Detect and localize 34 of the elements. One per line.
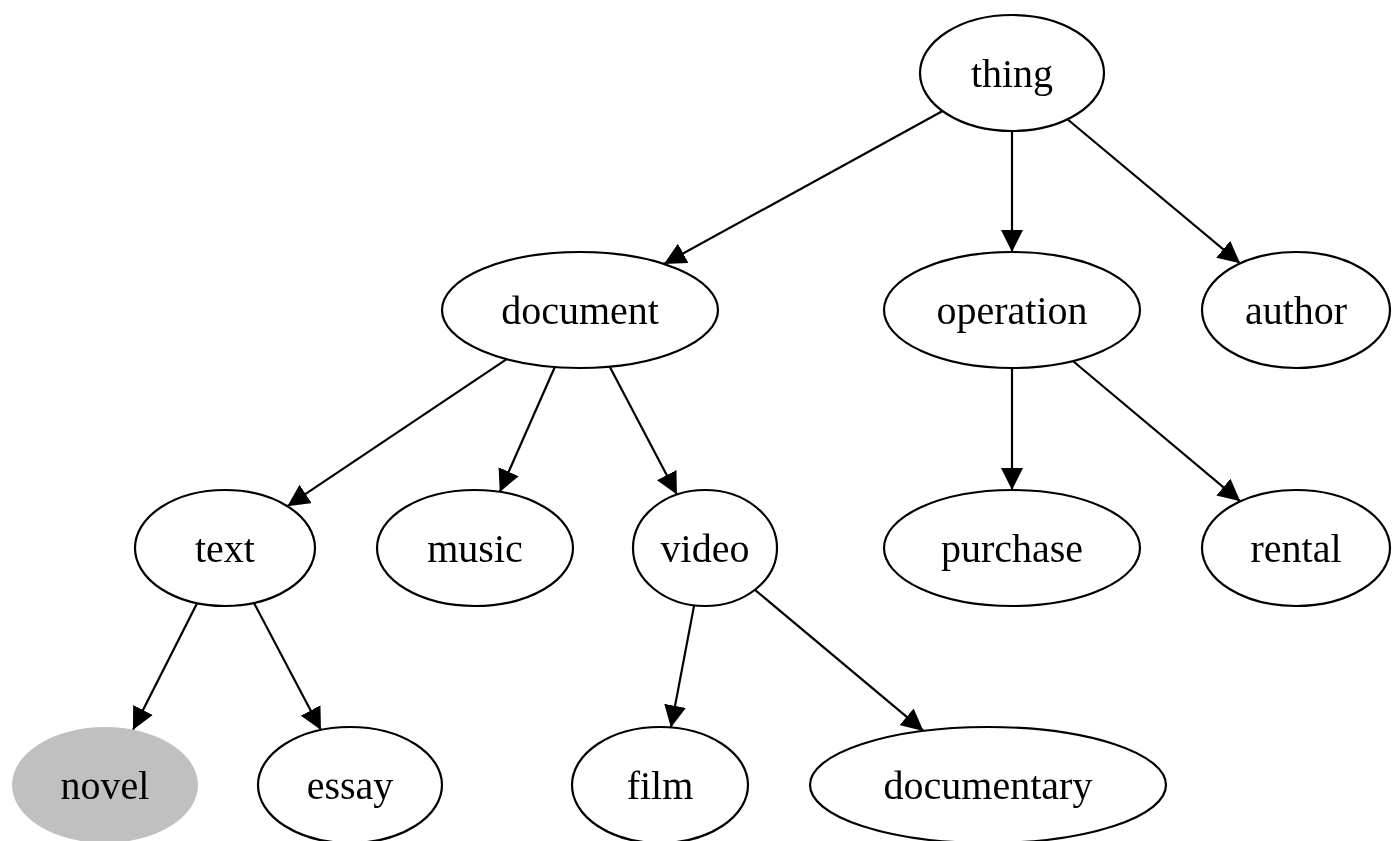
node-label: document [501, 286, 659, 334]
arrow [253, 602, 322, 731]
arrow [286, 358, 508, 508]
arrow [663, 110, 944, 265]
node-label: novel [60, 761, 150, 809]
ellipse-node [1200, 250, 1392, 370]
node-label: documentary [883, 761, 1093, 809]
ellipse-node [918, 13, 1106, 133]
arrow [1001, 368, 1023, 490]
node-label: essay [306, 761, 394, 809]
node-label: video [660, 524, 750, 572]
node-label: film [626, 761, 694, 809]
node-label: purchase [940, 524, 1084, 572]
node-label: author [1244, 286, 1348, 334]
ellipse-node [133, 488, 317, 608]
arrow [1001, 131, 1023, 252]
ellipse-node [375, 488, 575, 608]
arrow [608, 366, 678, 496]
node-label: text [195, 524, 255, 572]
node-label: music [427, 524, 523, 572]
arrow [1072, 360, 1241, 503]
arrow [664, 605, 696, 728]
ellipse-node [882, 488, 1142, 608]
ellipse-node [631, 488, 779, 608]
node-label: operation [936, 286, 1088, 334]
node-label: rental [1250, 524, 1342, 572]
node-label: thing [970, 49, 1054, 97]
arrow [1066, 118, 1241, 265]
ellipse-node [1200, 488, 1392, 608]
arrow [498, 366, 556, 493]
arrow [754, 588, 925, 732]
ellipse-node [440, 250, 720, 370]
ellipse-node [882, 250, 1142, 370]
arrow [132, 602, 199, 731]
